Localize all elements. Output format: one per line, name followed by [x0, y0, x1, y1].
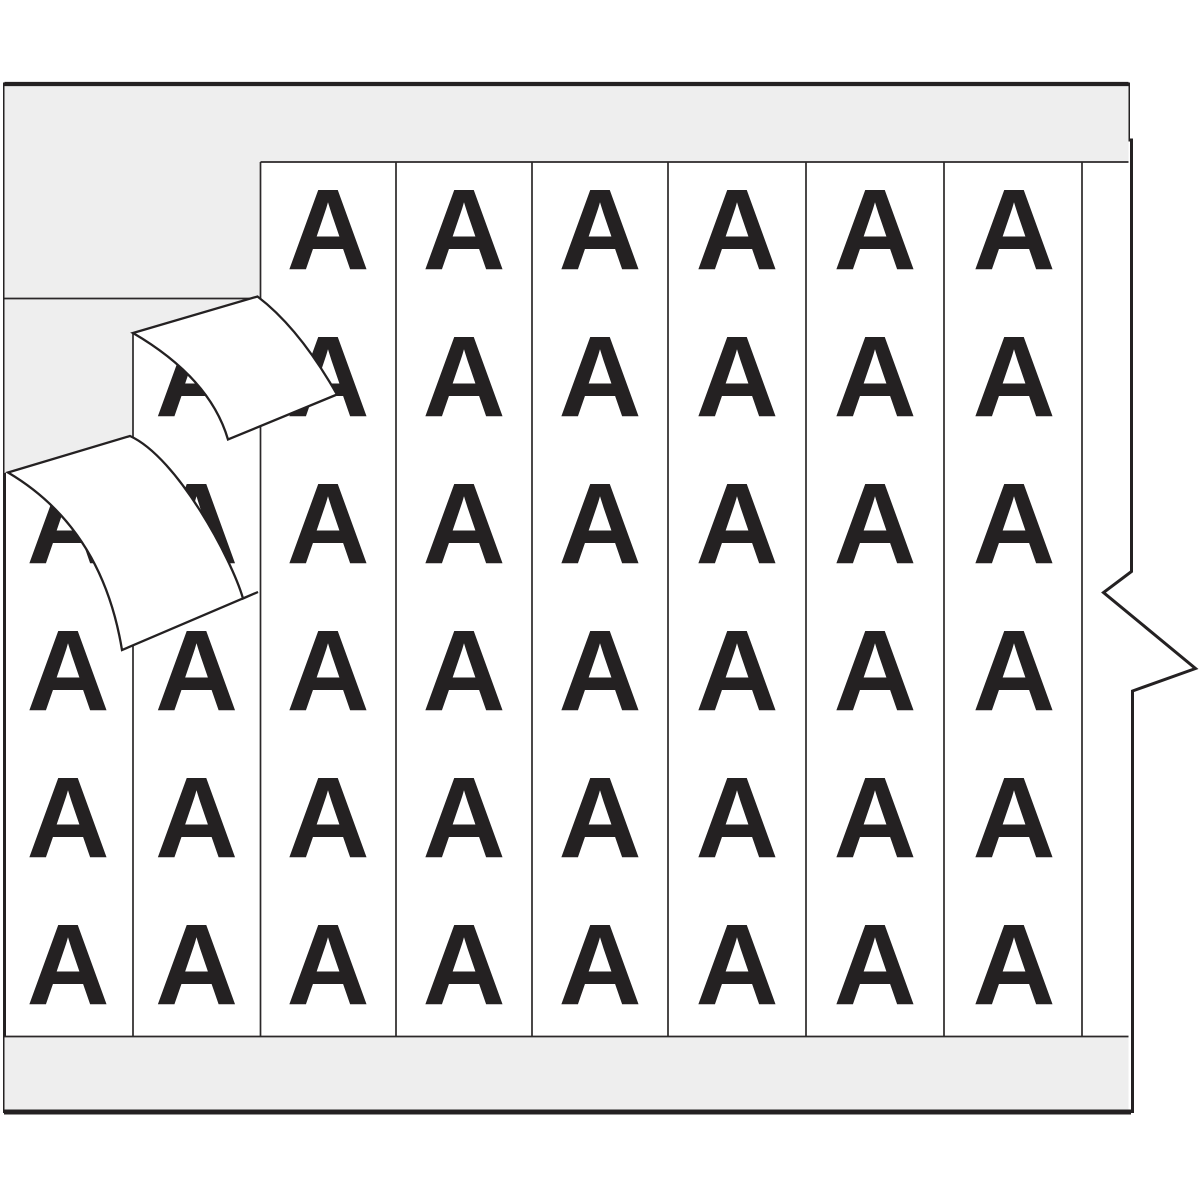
marker-letter: A	[286, 754, 369, 882]
marker-letter: A	[558, 607, 641, 735]
marker-letter: A	[422, 460, 505, 588]
marker-letter: A	[26, 901, 109, 1029]
marker-letter: A	[286, 460, 369, 588]
marker-letter: A	[972, 754, 1055, 882]
marker-letter: A	[695, 313, 778, 441]
marker-letter: A	[695, 166, 778, 294]
marker-letter: A	[833, 313, 916, 441]
marker-letter: A	[833, 754, 916, 882]
marker-letter: A	[558, 166, 641, 294]
marker-letter: A	[422, 607, 505, 735]
marker-letter: A	[286, 901, 369, 1029]
marker-letter: A	[286, 166, 369, 294]
marker-letter: A	[695, 754, 778, 882]
marker-letter: A	[833, 166, 916, 294]
marker-letter: A	[972, 901, 1055, 1029]
peeled-labels	[5, 295, 339, 652]
marker-letter: A	[422, 313, 505, 441]
marker-letter: A	[422, 754, 505, 882]
marker-letter: A	[155, 754, 238, 882]
marker-letter: A	[972, 313, 1055, 441]
label-column-dividers	[4, 161, 1129, 1038]
marker-letter: A	[558, 313, 641, 441]
marker-letter: A	[833, 607, 916, 735]
marker-letter: A	[558, 754, 641, 882]
marker-letter: A	[833, 460, 916, 588]
marker-letter: A	[558, 460, 641, 588]
marker-letter: A	[155, 901, 238, 1029]
marker-letter: A	[833, 901, 916, 1029]
marker-letter: A	[26, 607, 109, 735]
marker-letter: A	[695, 901, 778, 1029]
marker-letter: A	[972, 166, 1055, 294]
backing-bottom-band	[4, 1036, 1129, 1112]
marker-letter: A	[695, 460, 778, 588]
marker-letter: A	[422, 901, 505, 1029]
marker-letter: A	[422, 166, 505, 294]
marker-letter: A	[286, 607, 369, 735]
card-edge-accents	[4, 81, 1131, 1115]
marker-letter: A	[695, 607, 778, 735]
marker-letter: A	[558, 901, 641, 1029]
marker-letter: A	[26, 754, 109, 882]
marker-letter: A	[972, 460, 1055, 588]
marker-letter: A	[972, 607, 1055, 735]
peeled-label-lower-curl	[5, 434, 259, 652]
peeled-label-upper-curl	[130, 295, 339, 442]
